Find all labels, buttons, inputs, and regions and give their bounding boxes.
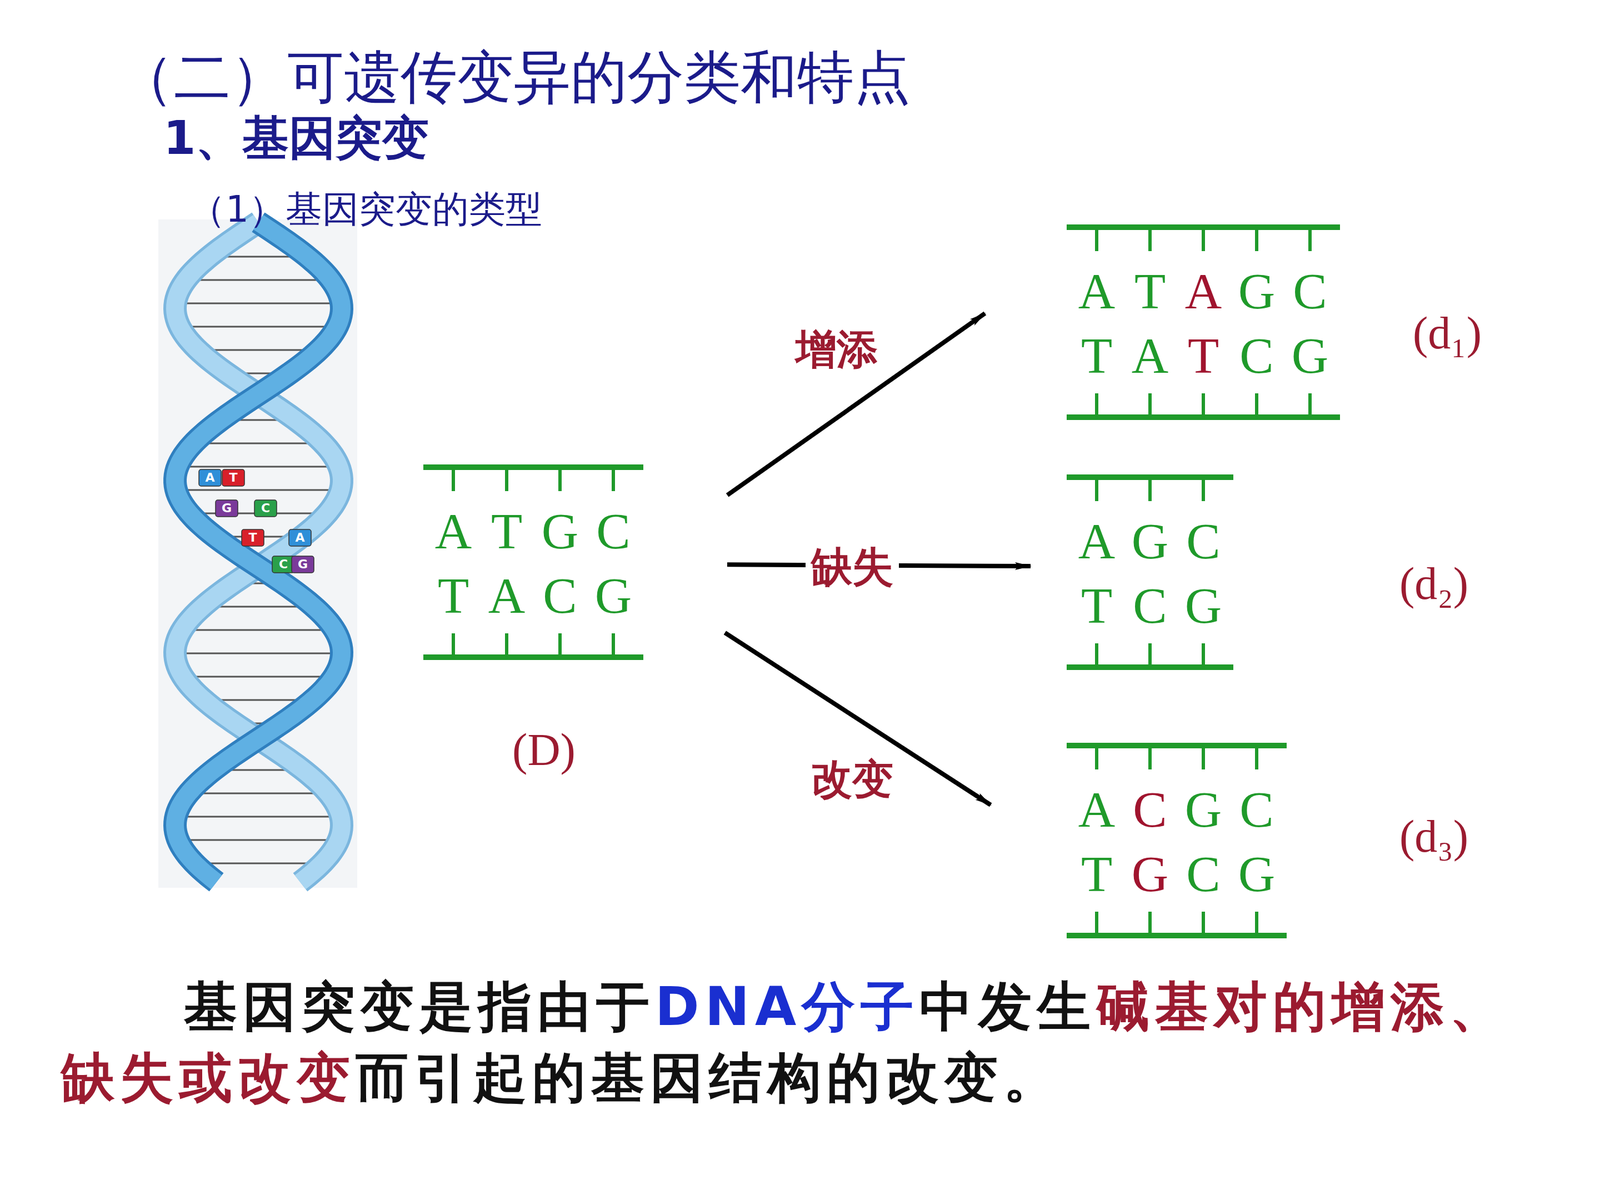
base-letter: C: [278, 558, 288, 571]
base-block: [254, 500, 277, 517]
helix-rung: [182, 629, 335, 632]
double-helix: [175, 222, 342, 883]
base-letter: G: [297, 558, 308, 571]
base-letter: A: [295, 531, 305, 544]
definition-line: 基因突变是指由于DNA分子中发生碱基对的增添、: [183, 975, 1509, 1039]
helix-strand: [175, 222, 342, 883]
base-letter: G: [1176, 580, 1230, 632]
segment-outline: [1066, 742, 1287, 939]
dna-segment: AGCTCG: [1066, 474, 1234, 670]
base-letter: G: [1230, 848, 1284, 900]
arrow-connector: [725, 632, 991, 805]
mutation-type-label: 改变: [805, 756, 899, 802]
base-letter: C: [533, 570, 587, 622]
base-letter: T: [1070, 330, 1124, 382]
dna-segment: ACGCTGCG: [1066, 742, 1287, 939]
definition-text: 中发生: [919, 975, 1097, 1038]
base-letter: G: [221, 502, 232, 515]
base-block: [241, 529, 264, 547]
helix-rung: [178, 839, 339, 842]
illustration-ground: [158, 219, 358, 888]
base-letter: G: [1283, 330, 1337, 382]
segment-label: (D): [512, 727, 576, 773]
helix-strand-edge: [175, 222, 342, 883]
segment-label: (d₂): [1399, 561, 1469, 607]
base-block: [291, 556, 314, 573]
base-letter: T: [1070, 580, 1124, 632]
base-letter: G: [1123, 848, 1177, 900]
base-letter: G: [1230, 265, 1284, 317]
definition-text: DNA分子: [655, 975, 920, 1038]
dna-segment: ATAGCTATCG: [1066, 224, 1340, 420]
helix-rung: [175, 652, 342, 655]
helix-rung: [179, 326, 337, 328]
mutation-type-label: 增添: [790, 326, 884, 372]
section-heading: 1、基因突变: [163, 114, 429, 162]
base-letter: A: [205, 471, 215, 484]
subsection-heading: （1）基因突变的类型: [188, 191, 543, 228]
helix-rung: [186, 279, 332, 282]
base-letter: C: [261, 502, 270, 515]
base-letter: C: [1123, 783, 1177, 835]
base-letter: A: [1070, 265, 1124, 317]
base-letter: G: [533, 505, 587, 557]
definition-text: 碱基对的增添、: [1096, 975, 1509, 1038]
arrow-connector: [727, 313, 985, 495]
slide-title: （二）可遗传变异的分类和特点: [117, 44, 911, 110]
base-letter: C: [1176, 515, 1230, 567]
base-letter: T: [1070, 848, 1124, 900]
base-letter: T: [426, 570, 480, 622]
base-letter: G: [1176, 783, 1230, 835]
base-letter: C: [1176, 848, 1230, 900]
helix-rung: [194, 862, 323, 865]
base-block: [272, 556, 295, 573]
helix-rung: [182, 676, 334, 678]
base-letter: T: [1176, 330, 1230, 382]
definition-text: 而引起的基因结构的改变。: [355, 1046, 1063, 1109]
base-letter: C: [1123, 580, 1177, 632]
base-letter: A: [480, 570, 534, 622]
base-letter: C: [1230, 330, 1284, 382]
base-letter: A: [1123, 330, 1177, 382]
helix-rung: [177, 466, 339, 468]
base-letter: T: [228, 471, 238, 484]
base-letter: G: [1123, 515, 1177, 567]
segment-label: (d₁): [1412, 310, 1482, 357]
definition-text: 基因突变是指由于: [183, 975, 655, 1038]
base-letter: A: [1176, 265, 1230, 317]
helix-strand-edge: [175, 222, 342, 883]
base-letter: C: [586, 505, 640, 557]
definition-line: 缺失或改变而引起的基因结构的改变。: [61, 1046, 1063, 1110]
mutation-type-label: 缺失: [805, 543, 899, 590]
base-letter: A: [1070, 515, 1124, 567]
dna-segment: ATGCTACG: [423, 464, 644, 660]
segment-outline: [423, 464, 644, 660]
helix-rung: [193, 442, 323, 445]
base-block: [198, 469, 222, 487]
base-letter: T: [1123, 265, 1177, 317]
helix-rung: [188, 792, 328, 795]
base-letter: T: [480, 505, 534, 557]
segment-outline: [1066, 224, 1340, 420]
base-letter: G: [586, 570, 640, 622]
base-block: [222, 469, 245, 487]
base-letter: A: [1070, 783, 1124, 835]
helix-rung: [176, 489, 341, 492]
helix-rung: [176, 816, 342, 818]
base-block: [215, 500, 238, 517]
definition-text: 缺失或改变: [61, 1046, 356, 1109]
base-block: [288, 529, 312, 547]
helix-strand: [175, 222, 342, 883]
base-letter: C: [1283, 265, 1337, 317]
base-letter: A: [426, 505, 480, 557]
segment-outline: [1066, 474, 1234, 670]
base-letter: C: [1230, 783, 1284, 835]
base-letter: T: [248, 531, 257, 544]
segment-label: (d₃): [1399, 813, 1469, 860]
helix-rung: [175, 302, 342, 305]
